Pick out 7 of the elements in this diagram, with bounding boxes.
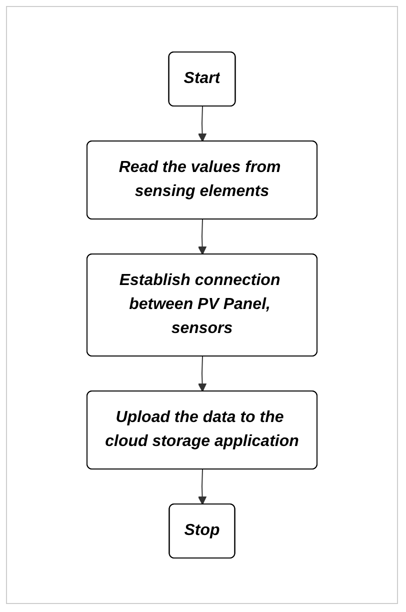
arrow <box>198 106 207 142</box>
node-text: Read the values from sensing elements <box>118 159 281 200</box>
arrow <box>198 356 207 392</box>
node-text: Upload the data to the cloud storage application <box>105 409 299 450</box>
arrow <box>198 469 207 505</box>
arrow <box>198 219 207 255</box>
node-text: Establish connection between PV Panel, sensors <box>119 272 280 337</box>
